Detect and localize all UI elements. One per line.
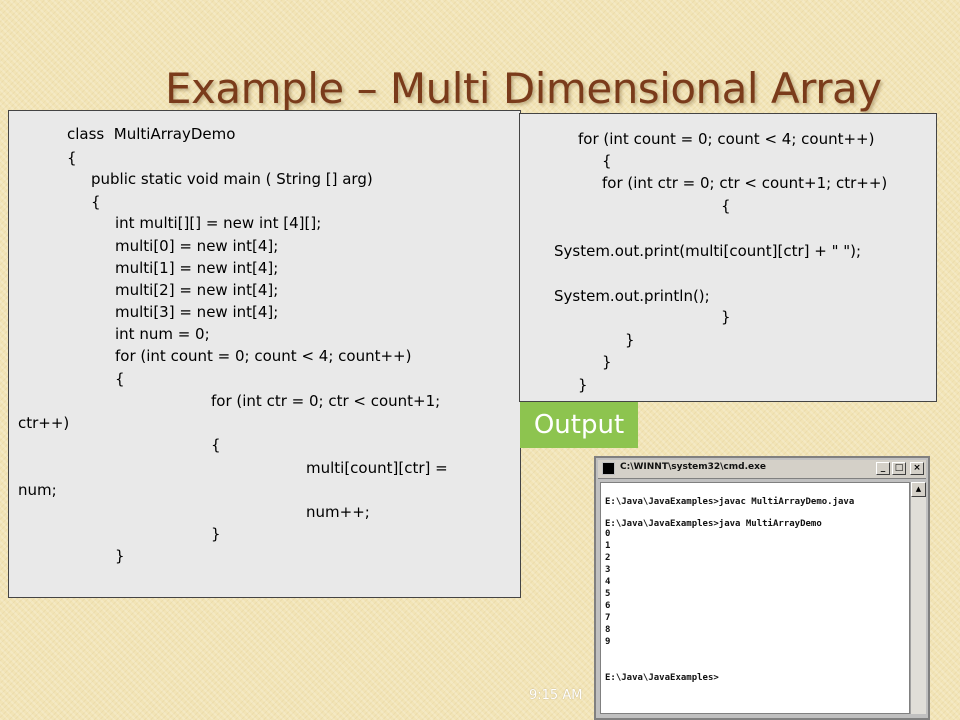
code-line: for (int count = 0; count < 4; count++) xyxy=(115,347,412,365)
slide-title: Example – Multi Dimensional Array xyxy=(165,64,882,113)
minimize-icon: _ xyxy=(876,462,890,475)
code-line: { xyxy=(91,193,101,211)
console-line: 4 xyxy=(605,577,611,587)
slide-timestamp: 9:15 AM xyxy=(529,688,583,703)
output-label: Output xyxy=(520,402,638,448)
close-icon: × xyxy=(910,462,924,475)
code-line: multi[count][ctr] = xyxy=(306,459,448,477)
cmd-app-icon xyxy=(602,462,615,475)
code-line: multi[0] = new int[4]; xyxy=(115,237,279,255)
code-line: for (int ctr = 0; ctr < count+1; xyxy=(211,392,441,410)
code-line: num; xyxy=(18,481,57,499)
console-line: E:\Java\JavaExamples> xyxy=(605,673,719,683)
cmd-window-screenshot: C:\WINNT\system32\cmd.exe _ □ × E:\Java\… xyxy=(594,456,930,720)
code-line: class MultiArrayDemo xyxy=(67,125,236,143)
scroll-up-icon: ▲ xyxy=(911,482,926,497)
code-line: } xyxy=(115,547,125,565)
code-line: } xyxy=(602,353,612,371)
cmd-window-title: C:\WINNT\system32\cmd.exe xyxy=(620,462,767,472)
console-line: E:\Java\JavaExamples>javac MultiArrayDem… xyxy=(605,497,855,507)
console-line: 8 xyxy=(605,625,611,635)
code-line: int num = 0; xyxy=(115,325,210,343)
code-line: } xyxy=(578,376,588,394)
console-line: 0 xyxy=(605,529,611,539)
code-line: System.out.println(); xyxy=(554,287,710,305)
cmd-console-output: E:\Java\JavaExamples>javac MultiArrayDem… xyxy=(600,482,910,714)
code-panel-left: class MultiArrayDemo { public static voi… xyxy=(8,110,521,598)
code-line: { xyxy=(67,149,77,167)
code-line: } xyxy=(625,331,635,349)
code-line: int multi[][] = new int [4][]; xyxy=(115,214,322,232)
console-line: E:\Java\JavaExamples>java MultiArrayDemo xyxy=(605,519,822,529)
console-line: 9 xyxy=(605,637,611,647)
cmd-titlebar: C:\WINNT\system32\cmd.exe _ □ × xyxy=(598,460,926,479)
code-line: System.out.print(multi[count][ctr] + " "… xyxy=(554,242,862,260)
cmd-scrollbar: ▲ xyxy=(910,482,926,714)
code-line: { xyxy=(721,197,731,215)
code-panel-right: for (int count = 0; count < 4; count++) … xyxy=(519,113,937,402)
maximize-icon: □ xyxy=(892,462,906,475)
code-line: { xyxy=(602,152,612,170)
code-line: num++; xyxy=(306,503,370,521)
console-line: 1 xyxy=(605,541,611,551)
code-line: public static void main ( String [] arg) xyxy=(91,170,373,188)
console-line: 2 xyxy=(605,553,611,563)
code-line: { xyxy=(211,436,221,454)
code-line: multi[2] = new int[4]; xyxy=(115,281,279,299)
code-line: multi[1] = new int[4]; xyxy=(115,259,279,277)
console-line: 6 xyxy=(605,601,611,611)
code-line: } xyxy=(211,525,221,543)
console-line: 5 xyxy=(605,589,611,599)
console-line: 3 xyxy=(605,565,611,575)
code-line: ctr++) xyxy=(18,414,70,432)
code-line: for (int ctr = 0; ctr < count+1; ctr++) xyxy=(602,174,888,192)
console-line: 7 xyxy=(605,613,611,623)
code-line: multi[3] = new int[4]; xyxy=(115,303,279,321)
code-line: } xyxy=(721,308,731,326)
code-line: { xyxy=(115,370,125,388)
code-line: for (int count = 0; count < 4; count++) xyxy=(578,130,875,148)
